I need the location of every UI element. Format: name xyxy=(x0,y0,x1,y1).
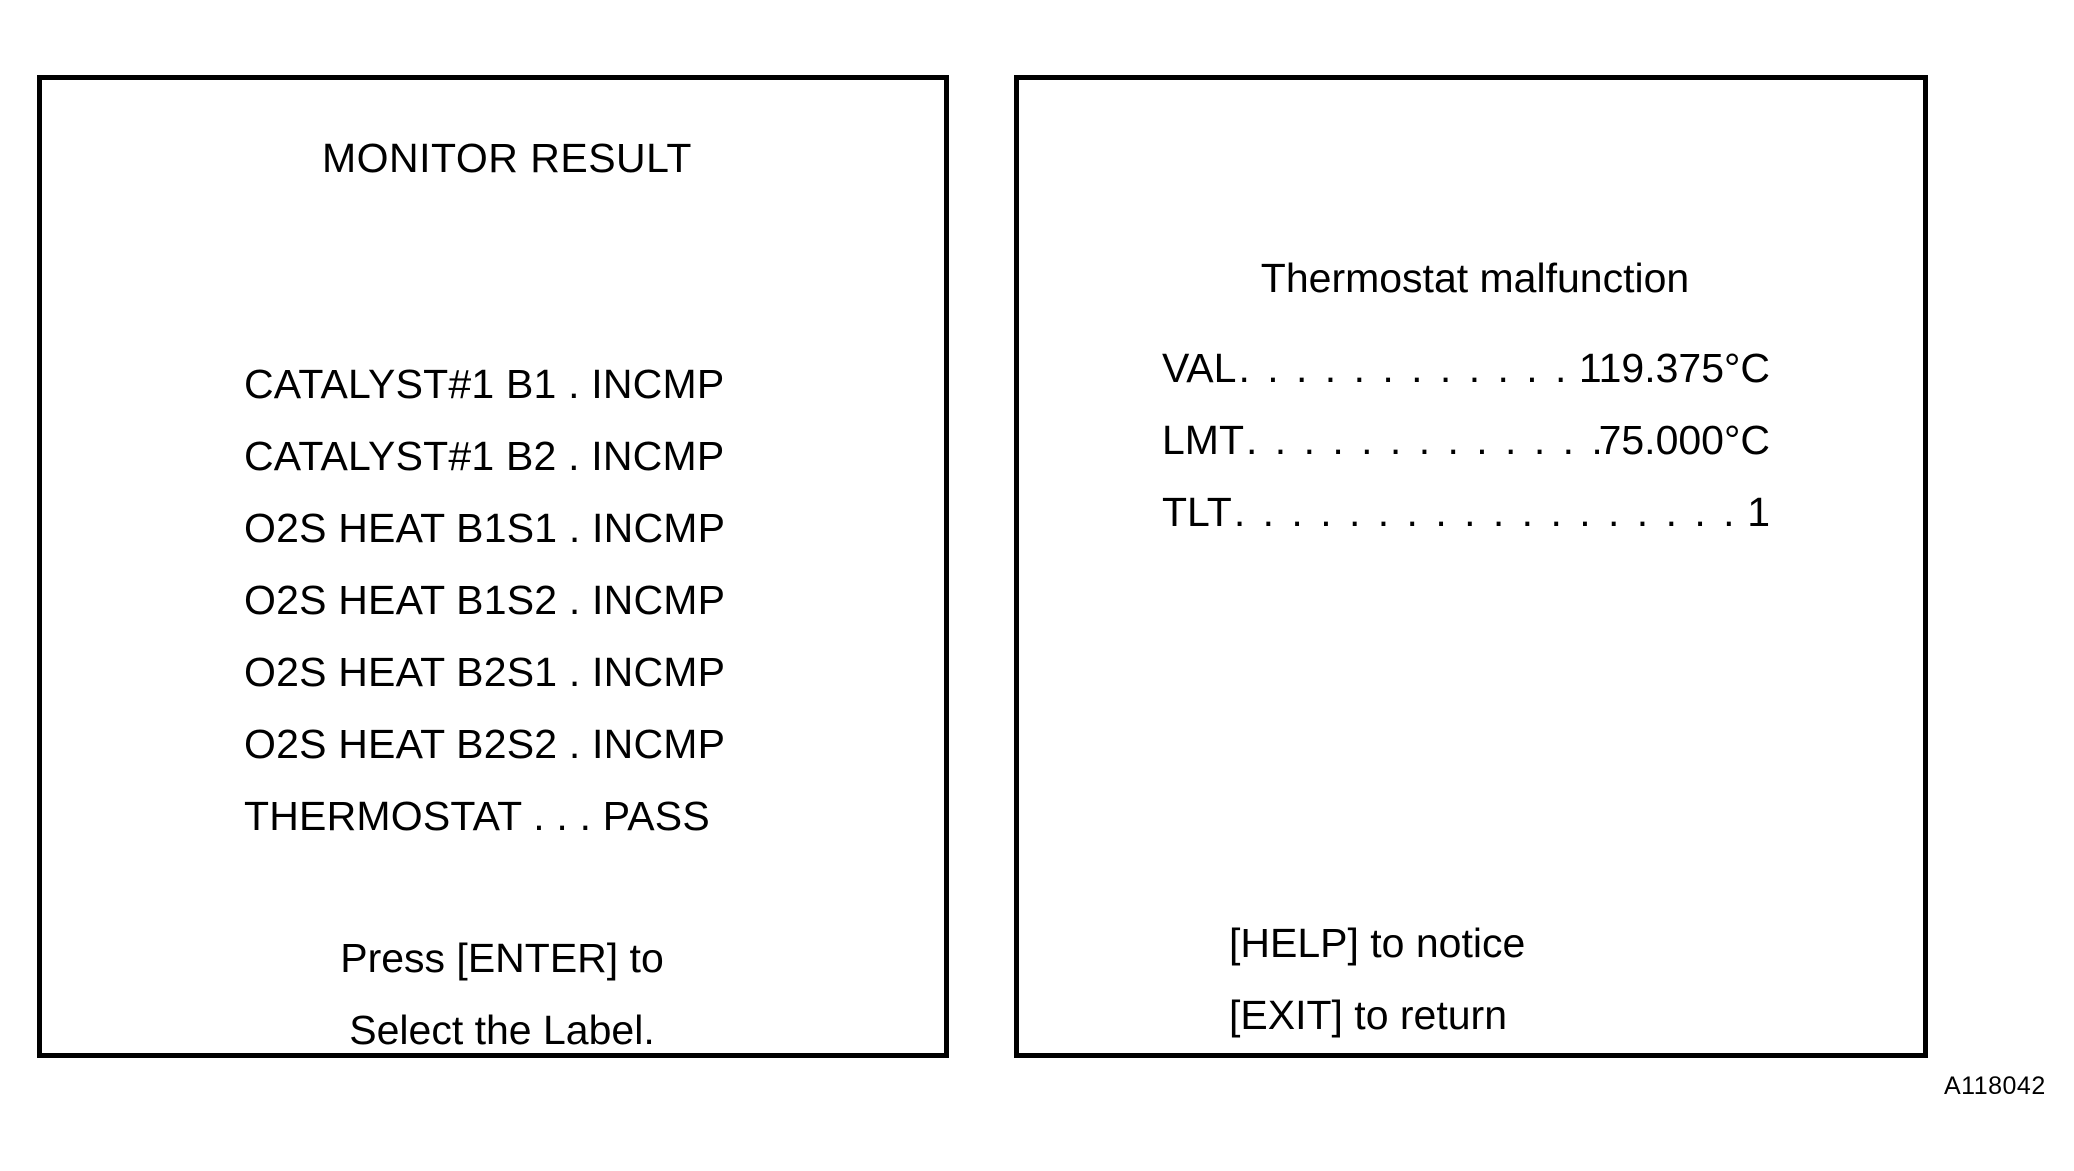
hint-line-exit: [EXIT] to return xyxy=(1229,992,1507,1038)
readout-label: VAL xyxy=(1162,345,1237,391)
list-item: THERMOSTAT . . . PASS xyxy=(244,793,710,839)
readout-row-tlt: TLT . . . . . . . . . . . . . . . . . . … xyxy=(1162,476,1770,548)
list-item: CATALYST#1 B1 . INCMP xyxy=(244,361,725,407)
softkey-hints: [HELP] to notice [EXIT] to return xyxy=(1229,907,1789,1051)
readout-value: 75.000°C xyxy=(1598,417,1770,463)
readout-value: 1 xyxy=(1747,489,1770,535)
hint-line-select-label: Select the Label. xyxy=(349,1007,655,1053)
fault-title: Thermostat malfunction xyxy=(1260,255,1690,301)
monitor-result-panel: MONITOR RESULT CATALYST#1 B1 . INCMP CAT… xyxy=(37,75,949,1058)
readout-label: LMT xyxy=(1162,417,1244,463)
fault-detail-panel: Thermostat malfunction VAL . . . . . . .… xyxy=(1014,75,1928,1058)
list-item: O2S HEAT B2S1 . INCMP xyxy=(244,649,726,695)
list-item: O2S HEAT B2S2 . INCMP xyxy=(244,721,726,767)
hint-line-press-enter: Press [ENTER] to xyxy=(340,935,664,981)
readout-value: 119.375°C xyxy=(1578,345,1770,391)
list-item: CATALYST#1 B2 . INCMP xyxy=(244,433,725,479)
readout-list: VAL . . . . . . . . . . . . . 119.375°C … xyxy=(1162,332,1770,548)
enter-key-hint: Press [ENTER] to Select the Label. xyxy=(42,922,944,1066)
readout-row-lmt: LMT . . . . . . . . . . . . . . 75.000°C xyxy=(1162,404,1770,476)
monitor-result-list: CATALYST#1 B1 . INCMP CATALYST#1 B2 . IN… xyxy=(244,348,904,852)
list-item: O2S HEAT B1S1 . INCMP xyxy=(244,505,726,551)
readout-label: TLT xyxy=(1162,489,1232,535)
leader-dots: . . . . . . . . . . . . . xyxy=(1238,345,1579,391)
list-item: O2S HEAT B1S2 . INCMP xyxy=(244,577,726,623)
page-title: MONITOR RESULT xyxy=(322,135,692,181)
leader-dots: . . . . . . . . . . . . . . . . . . . . xyxy=(1233,489,1748,535)
readout-row-val: VAL . . . . . . . . . . . . . 119.375°C xyxy=(1162,332,1770,404)
leader-dots: . . . . . . . . . . . . . . xyxy=(1246,417,1599,463)
figure-reference-code: A118042 xyxy=(1944,1072,2046,1100)
hint-line-help: [HELP] to notice xyxy=(1229,920,1526,966)
